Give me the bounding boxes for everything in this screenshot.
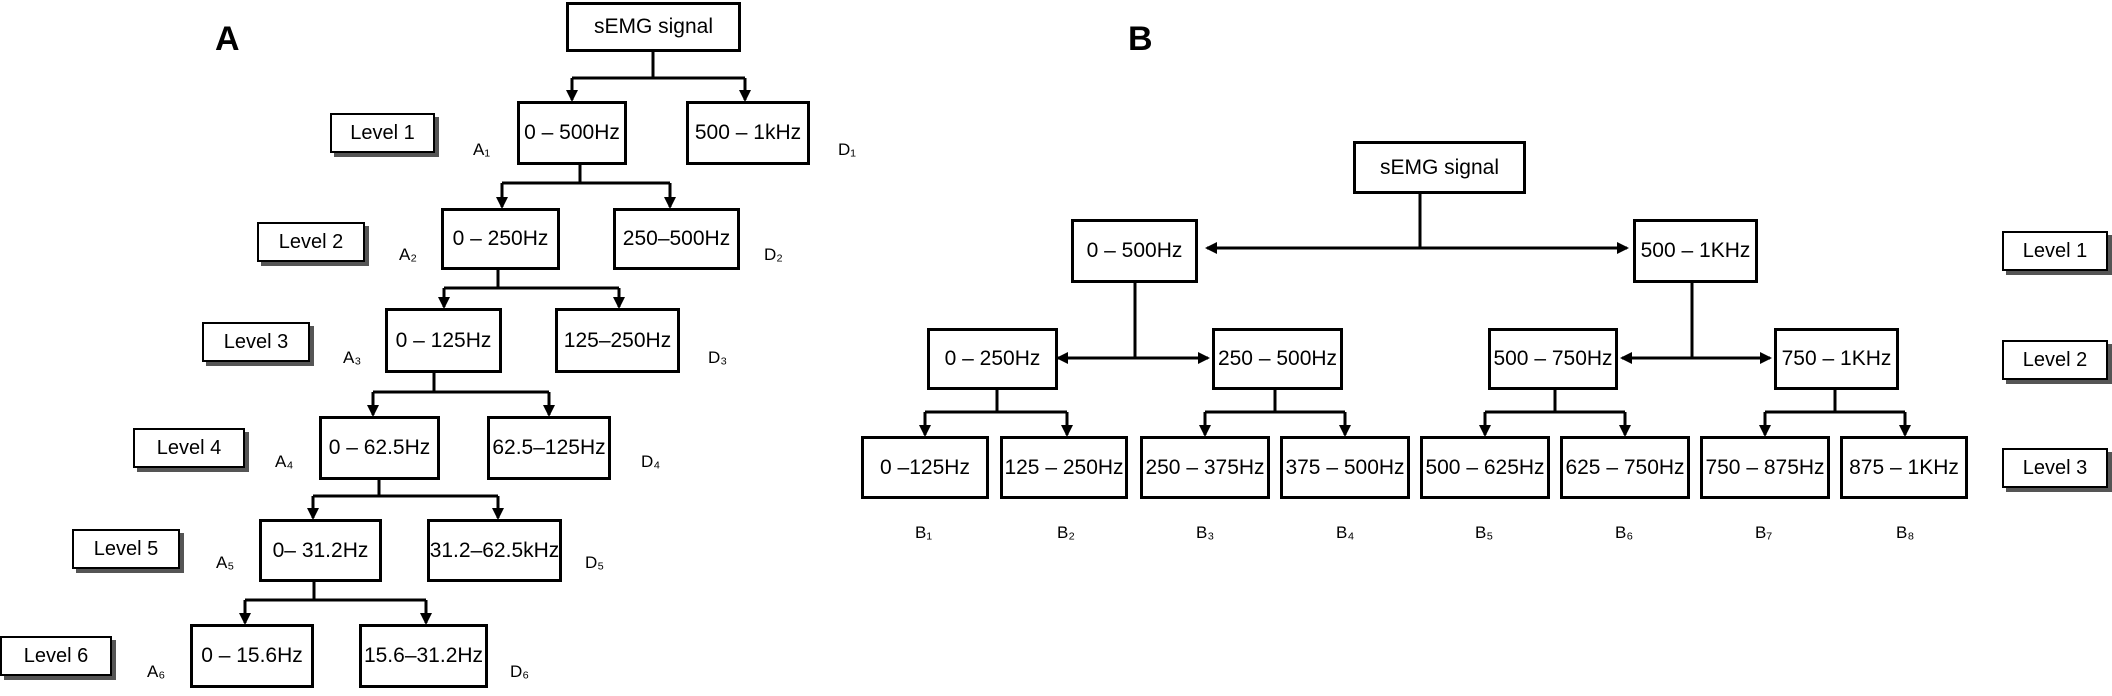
panel-b-level3-box-5: 500 – 625Hz — [1420, 436, 1550, 499]
panel-a-root-signal: sEMG signal — [566, 2, 741, 52]
panel-a-approx-5-tag: A₅ — [216, 553, 235, 572]
panel-a-approx-2-box: 0 – 250Hz — [441, 208, 560, 270]
panel-b-level2-box-4: 750 – 1KHz — [1774, 328, 1899, 390]
panel-b-band-tag-4: B₄ — [1336, 523, 1355, 542]
panel-a-approx-4-tag: A₄ — [275, 452, 294, 471]
panel-b-level3-box-3: 250 – 375Hz — [1140, 436, 1270, 499]
panel-b-level-1-label: Level 1 — [2002, 231, 2108, 271]
panel-a-approx-4-box: 0 – 62.5Hz — [319, 416, 440, 480]
panel-a-detail-4-tag: D₄ — [641, 452, 661, 471]
panel-b-level3-box-1: 0 –125Hz — [861, 436, 989, 499]
panel-b-level2-box-1: 0 – 250Hz — [927, 328, 1058, 390]
panel-b-level2-box-2: 250 – 500Hz — [1212, 328, 1343, 390]
panel-a-detail-1-tag: D₁ — [838, 140, 857, 159]
panel-b-level2-box-3: 500 – 750Hz — [1488, 328, 1618, 390]
panel-b-band-tag-8: B₈ — [1896, 523, 1915, 542]
panel-a-approx-2-tag: A₂ — [399, 245, 417, 264]
panel-a-level-5-label: Level 5 — [72, 529, 180, 569]
panel-a-approx-6-tag: A₆ — [147, 662, 166, 681]
panel-a-detail-2-tag: D₂ — [764, 245, 783, 264]
panel-b-level3-box-7: 750 – 875Hz — [1700, 436, 1830, 499]
panel-a-detail-5-box: 31.2–62.5kHz — [427, 519, 562, 582]
panel-a-detail-3-box: 125–250Hz — [555, 308, 680, 373]
panel-b-label: B — [1128, 20, 1153, 58]
panel-a-approx-5-box: 0– 31.2Hz — [259, 519, 382, 582]
panel-b-band-tag-5: B₅ — [1475, 523, 1494, 542]
panel-a-level-3-label: Level 3 — [202, 322, 310, 362]
panel-b-band-tag-1: B₁ — [915, 523, 933, 542]
panel-a-detail-6-tag: D₆ — [510, 662, 530, 681]
panel-a-level-4-label: Level 4 — [133, 428, 245, 468]
panel-b-level1-box-1: 0 – 500Hz — [1071, 219, 1198, 283]
panel-a-detail-5-tag: D₅ — [585, 553, 605, 572]
panel-b-band-tag-3: B₃ — [1196, 523, 1215, 542]
panel-a-detail-1-box: 500 – 1kHz — [686, 101, 810, 165]
panel-b-root-signal: sEMG signal — [1353, 141, 1526, 194]
panel-a-detail-3-tag: D₃ — [708, 348, 728, 367]
panel-a-level-2-label: Level 2 — [257, 222, 365, 262]
panel-a-level-6-label: Level 6 — [0, 636, 112, 676]
panel-b-level3-box-4: 375 – 500Hz — [1280, 436, 1410, 499]
panel-a-approx-3-tag: A₃ — [343, 348, 362, 367]
panel-b-level3-box-6: 625 – 750Hz — [1560, 436, 1690, 499]
panel-a-approx-1-tag: A₁ — [473, 140, 491, 159]
panel-a-approx-6-box: 0 – 15.6Hz — [190, 624, 314, 688]
panel-a-approx-3-box: 0 – 125Hz — [385, 308, 502, 373]
panel-a-approx-1-box: 0 – 500Hz — [517, 101, 627, 165]
panel-a-label: A — [215, 20, 240, 58]
panel-b-band-tag-7: B₇ — [1755, 523, 1773, 542]
panel-a-detail-6-box: 15.6–31.2Hz — [359, 624, 488, 688]
panel-a-level-1-label: Level 1 — [330, 113, 435, 153]
panel-b-level1-box-2: 500 – 1KHz — [1633, 219, 1758, 283]
panel-b-level3-box-8: 875 – 1KHz — [1840, 436, 1968, 499]
panel-b-level3-box-2: 125 – 250Hz — [1000, 436, 1128, 499]
panel-b-band-tag-6: B₆ — [1615, 523, 1634, 542]
panel-b-level-2-label: Level 2 — [2002, 340, 2108, 380]
panel-b-level-3-label: Level 3 — [2002, 448, 2108, 488]
panel-b-band-tag-2: B₂ — [1057, 523, 1075, 542]
panel-a-detail-4-box: 62.5–125Hz — [487, 416, 611, 480]
panel-a-detail-2-box: 250–500Hz — [613, 208, 740, 270]
